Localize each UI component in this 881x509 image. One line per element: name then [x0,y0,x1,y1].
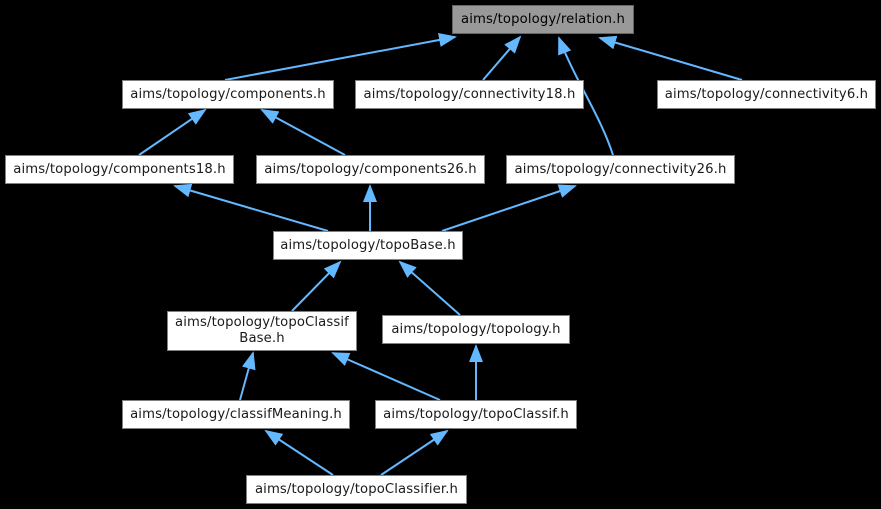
edge-topology-to-topoBase [398,260,461,316]
node-topoClassif[interactable]: aims/topology/topoClassif.h [375,400,577,429]
node-label-relation: aims/topology/relation.h [461,11,625,27]
edge-topoBase-to-connectivity26 [441,184,577,232]
node-label-classifMeaning: aims/topology/classifMeaning.h [130,406,342,422]
node-label-topoClassifier: aims/topology/topoClassifier.h [254,481,459,497]
node-label-components18: aims/topology/components18.h [13,161,226,177]
node-relation[interactable]: aims/topology/relation.h [452,5,634,34]
node-components[interactable]: aims/topology/components.h [122,80,334,109]
node-label-topology: aims/topology/topology.h [391,321,561,337]
node-label-connectivity18: aims/topology/connectivity18.h [363,86,576,102]
edge-components26-to-components [260,109,346,156]
edge-topoClassifier-to-classifMeaning [264,429,334,476]
edge-components18-to-components [138,108,207,156]
node-label-topoClassifBase: aims/topology/topoClassif Base.h [175,315,349,346]
node-connectivity6[interactable]: aims/topology/connectivity6.h [657,80,876,109]
node-classifMeaning[interactable]: aims/topology/classifMeaning.h [122,400,350,429]
node-label-connectivity26: aims/topology/connectivity26.h [514,161,727,177]
node-topoClassifier[interactable]: aims/topology/topoClassifier.h [246,475,467,504]
edge-topoBase-to-components18 [173,183,329,232]
edge-components-to-relation [224,33,457,81]
node-label-topoClassif: aims/topology/topoClassif.h [383,406,569,422]
node-topology[interactable]: aims/topology/topology.h [382,315,570,344]
edge-classifMeaning-to-topoClassifBase [239,351,256,401]
edge-topoClassifBase-to-topoBase [291,260,342,312]
node-components18[interactable]: aims/topology/components18.h [5,155,234,184]
node-topoClassifBase[interactable]: aims/topology/topoClassif Base.h [167,311,357,351]
edge-connectivity6-to-relation [598,35,743,81]
node-label-components: aims/topology/components.h [130,86,326,102]
node-label-topoBase: aims/topology/topoBase.h [280,237,456,253]
node-topoBase[interactable]: aims/topology/topoBase.h [273,231,463,260]
edge-topoClassifier-to-topoClassif [380,429,449,476]
edge-connectivity18-to-relation [482,35,522,81]
node-connectivity26[interactable]: aims/topology/connectivity26.h [506,155,735,184]
node-components26[interactable]: aims/topology/components26.h [256,155,485,184]
edge-topoClassif-to-topoClassifBase [331,352,441,401]
node-connectivity18[interactable]: aims/topology/connectivity18.h [355,80,584,109]
node-label-components26: aims/topology/components26.h [264,161,477,177]
node-label-connectivity6: aims/topology/connectivity6.h [664,86,869,102]
